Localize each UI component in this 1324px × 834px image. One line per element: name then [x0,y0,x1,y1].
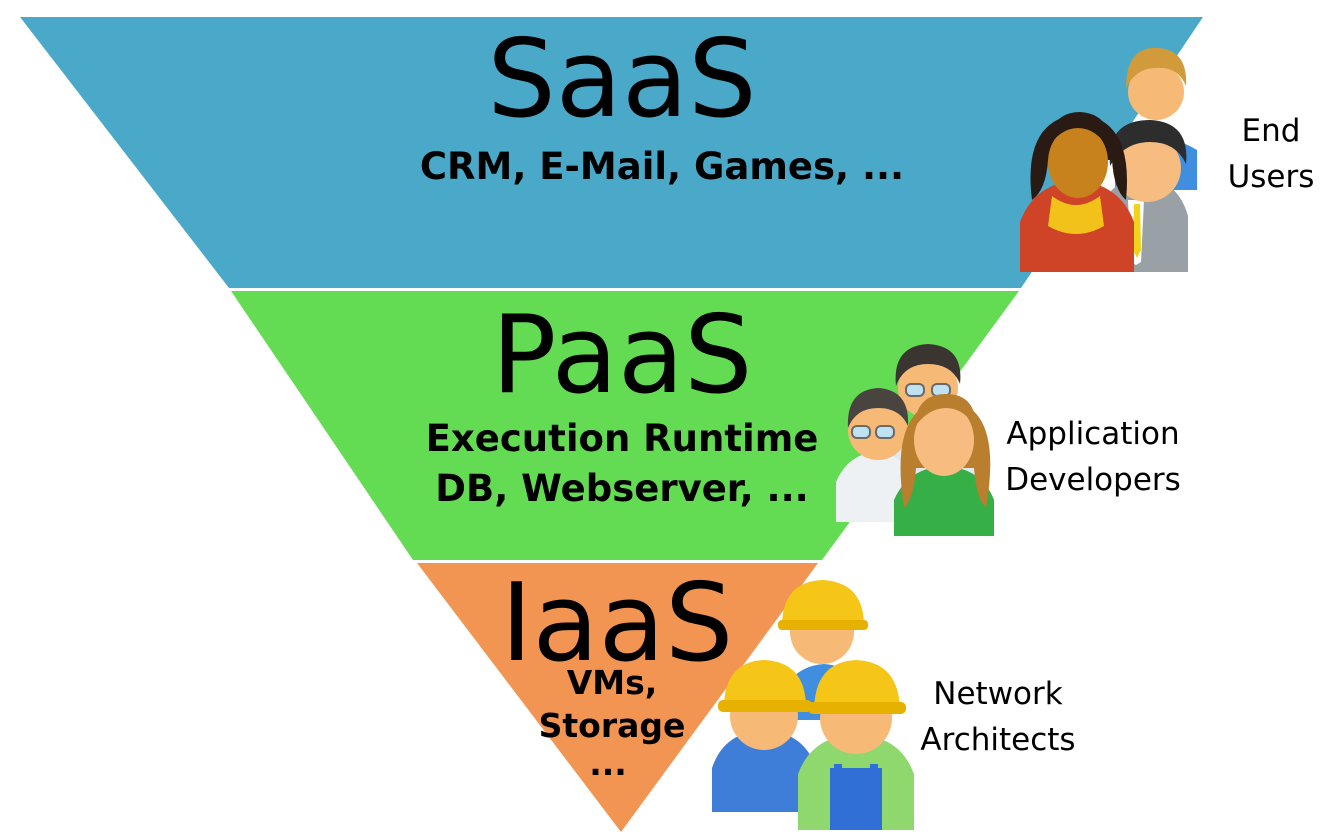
net-arch-label-line2: Architects [920,722,1075,758]
saas-title: SaaS [487,17,756,142]
iaas-description-line1: VMs, [567,663,658,702]
paas-description-line2: DB, Webserver, ... [435,467,808,510]
iaas-title: IaaS [501,561,734,686]
app-devs-label-line1: Application [1006,416,1179,452]
iaas-description-line3: ... [589,744,627,783]
developers-group-icon [836,344,994,536]
iaas-description-line2: Storage [539,706,686,745]
end-users-group-icon [1020,47,1197,272]
app-devs-label-line2: Developers [1005,462,1181,498]
construction-workers-group-icon [712,580,914,830]
end-users-label-line2: Users [1228,159,1315,195]
saas-description: CRM, E-Mail, Games, ... [420,145,904,188]
net-arch-label-line1: Network [933,676,1062,712]
paas-title: PaaS [491,293,752,418]
paas-description-line1: Execution Runtime [426,417,819,460]
paas-layer [231,291,1019,560]
saas-layer [20,17,1203,288]
end-users-label-line1: End [1242,113,1301,149]
iaas-layer [417,563,818,832]
